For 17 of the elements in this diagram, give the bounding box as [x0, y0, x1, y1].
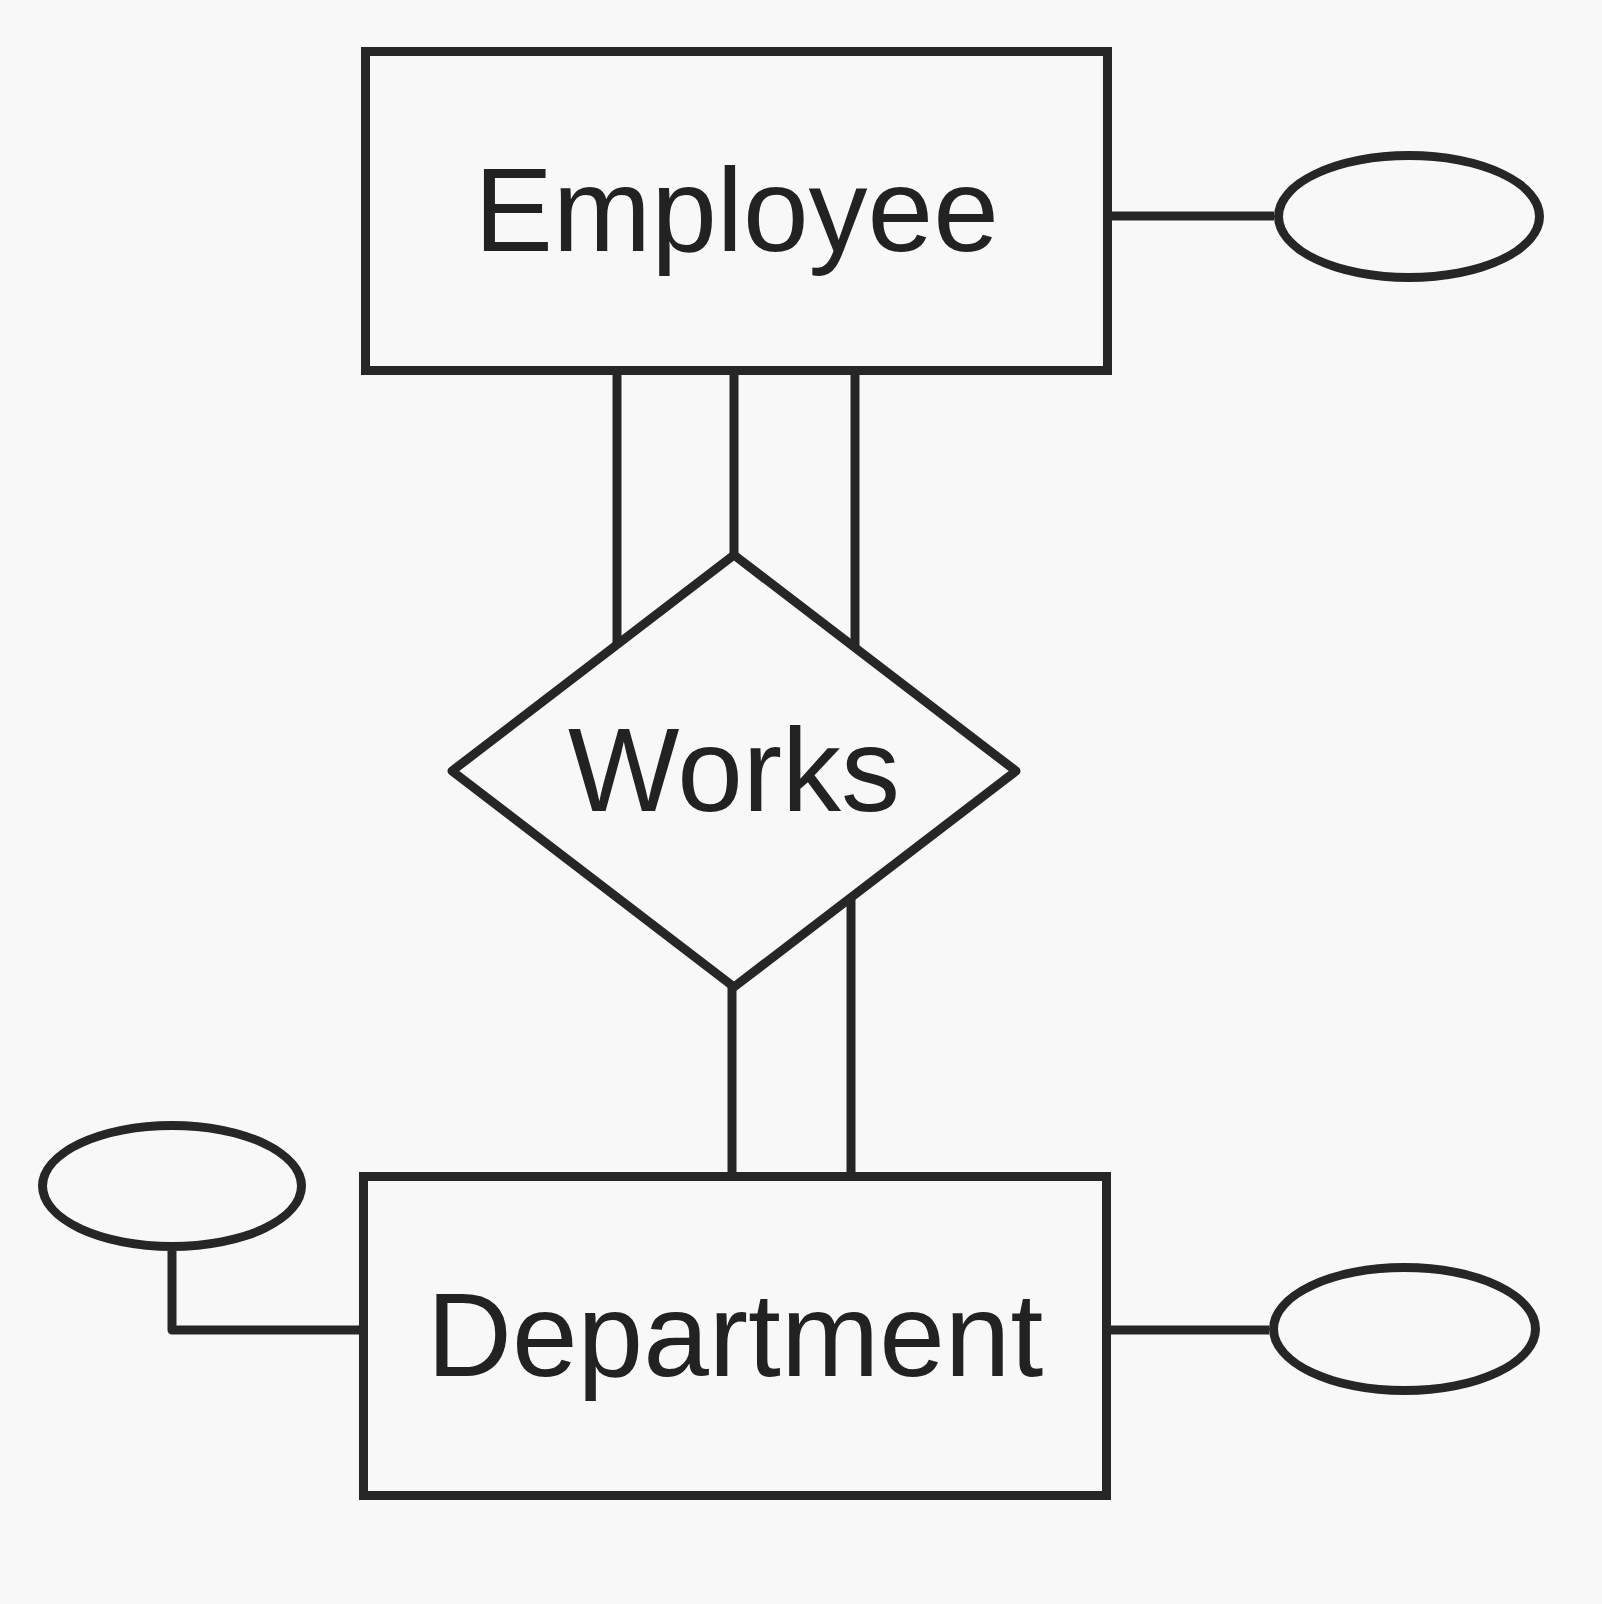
attribute-ellipse — [1269, 1263, 1540, 1395]
attribute-ellipse — [1274, 151, 1544, 282]
connector-line — [850, 375, 860, 648]
connector-line — [1111, 1325, 1269, 1335]
entity-name: Department — [425, 1268, 1045, 1404]
connector-line — [727, 985, 737, 1172]
connector-line — [1112, 211, 1274, 221]
entity-box — [361, 47, 1112, 375]
connector-line — [167, 1251, 359, 1335]
relationship-name: Works — [566, 703, 902, 839]
relationship-diamond — [446, 549, 1022, 993]
connector-line — [846, 897, 856, 1172]
connector-line — [729, 375, 739, 555]
entity-name: Employee — [473, 143, 1000, 279]
entity-box — [359, 1172, 1111, 1500]
attribute-ellipse — [38, 1121, 306, 1251]
connector-line — [612, 375, 622, 645]
